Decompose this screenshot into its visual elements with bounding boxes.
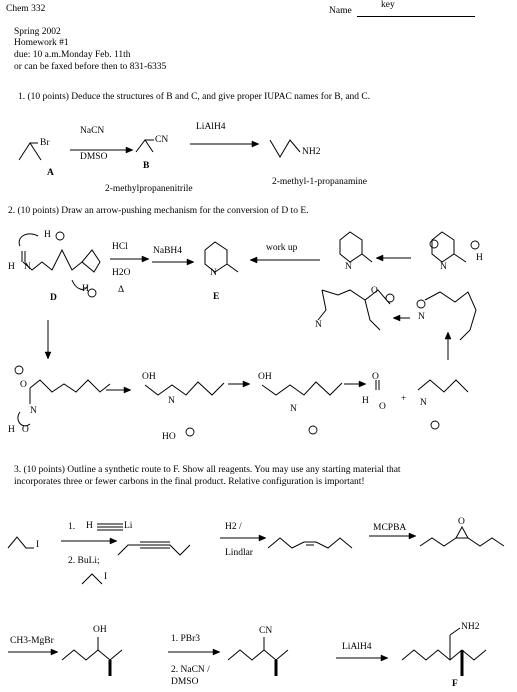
curved-arrow-d1 bbox=[18, 233, 39, 247]
atom-n-d: N bbox=[24, 262, 31, 272]
reagent-h2o: H2O bbox=[112, 268, 131, 278]
group-oh: OH bbox=[93, 625, 107, 635]
reagent-workup: work up bbox=[266, 243, 298, 253]
compound-f-skeleton bbox=[401, 649, 487, 661]
reagent-nacn: NaCN bbox=[80, 126, 105, 136]
group-i-ethyl: I bbox=[104, 572, 108, 582]
label-d: D bbox=[50, 293, 57, 303]
cis-alkene-product bbox=[267, 537, 353, 549]
reagent-pbr3: 1. PBr3 bbox=[171, 634, 201, 644]
fax-note: or can be faxed before then to 831-6335 bbox=[14, 62, 167, 72]
step1-buli: 2. BuLi; bbox=[68, 556, 100, 566]
problem2-prompt: 2. (10 points) Draw an arrow-pushing mec… bbox=[8, 206, 309, 216]
iodoethane bbox=[81, 573, 103, 585]
acetylide-h: H bbox=[86, 521, 93, 531]
reagent-nacn-dmso2: DMSO bbox=[171, 677, 199, 687]
intermediate-hemiaminal bbox=[321, 289, 391, 305]
nitrile-product bbox=[227, 649, 289, 661]
course-title: Chem 332 bbox=[6, 4, 46, 14]
reagent-mcpba: MCPBA bbox=[373, 523, 407, 533]
alcohol-product bbox=[61, 649, 123, 661]
water-h: H bbox=[8, 425, 15, 435]
acetylide-li: Li bbox=[124, 521, 133, 531]
atom-n-collapse: N bbox=[290, 404, 297, 414]
group-cn-p3: CN bbox=[259, 626, 273, 636]
atom-n-ketal: N bbox=[418, 312, 425, 322]
atom-n-product: N bbox=[420, 398, 427, 408]
reagent-dmso: DMSO bbox=[80, 152, 108, 162]
proton-h1: H bbox=[44, 230, 51, 240]
alkyne-product bbox=[117, 544, 191, 556]
label-a: A bbox=[47, 168, 54, 178]
name-b: 2-methylpropanenitrile bbox=[105, 184, 193, 194]
water-o: O bbox=[22, 425, 29, 435]
name-value: key bbox=[381, 0, 395, 10]
reagent-h2: H2 / bbox=[225, 522, 242, 532]
atom-h-hydride: H bbox=[476, 253, 483, 263]
reagent-nacn-dmso1: 2. NaCN / bbox=[171, 665, 210, 675]
group-nh2: NH2 bbox=[302, 147, 321, 157]
reagent-lialh4: LiAlH4 bbox=[196, 122, 226, 132]
atom-hoh-tetra: HO bbox=[162, 432, 176, 442]
label-f: F bbox=[452, 679, 458, 689]
charge-plus-d1 bbox=[55, 231, 65, 241]
atom-n-amide: N bbox=[30, 406, 37, 416]
term: Spring 2002 bbox=[14, 27, 61, 37]
product-amine-ketal bbox=[417, 379, 469, 393]
problem1-prompt: 1. (10 points) Deduce the structures of … bbox=[18, 92, 371, 102]
epoxide-o: O bbox=[458, 517, 465, 527]
group-cn: CN bbox=[155, 135, 169, 145]
intermediate-tetrahedral bbox=[144, 381, 225, 396]
name-label: Name bbox=[329, 6, 352, 16]
atom-oh-formic: O bbox=[379, 402, 386, 412]
reagent-lindlar: Lindlar bbox=[225, 548, 253, 558]
intermediate-protonated-amide bbox=[29, 379, 111, 393]
assignment-title: Homework #1 bbox=[14, 38, 69, 48]
atom-h-d: H bbox=[8, 262, 15, 272]
atom-n-amine: N bbox=[345, 262, 352, 272]
atom-o-amide: O bbox=[20, 380, 27, 390]
intermediate-amino-ketal bbox=[424, 291, 477, 341]
group-nh2-p3: NH2 bbox=[461, 622, 480, 632]
label-e: E bbox=[213, 292, 220, 302]
atom-n-tetra: N bbox=[168, 396, 175, 406]
reagent-grignard: CH3-MgBr bbox=[10, 636, 54, 646]
start-iodopropane bbox=[7, 536, 34, 549]
curved-arrow-d2 bbox=[71, 279, 89, 290]
reagent-nabh4: NaBH4 bbox=[153, 246, 183, 256]
atom-oh-collapse: OH bbox=[258, 372, 272, 382]
reagent-hcl: HCl bbox=[112, 242, 128, 252]
atom-h-formic: H bbox=[362, 396, 369, 406]
plus-sign: + bbox=[401, 394, 407, 404]
atom-n-hemi: N bbox=[315, 320, 322, 330]
reagent-delta: Δ bbox=[118, 285, 125, 295]
atom-n-iminium: N bbox=[440, 262, 447, 272]
intermediate-collapse bbox=[261, 381, 343, 396]
atom-o-hemi: O bbox=[371, 286, 378, 296]
step1-number: 1. bbox=[68, 522, 76, 532]
name-underline bbox=[357, 16, 475, 17]
curved-arrow-water bbox=[17, 411, 31, 427]
atom-nh-e: N bbox=[210, 268, 217, 278]
compound-c-skeleton bbox=[269, 139, 301, 158]
label-b: B bbox=[143, 161, 150, 171]
atom-oh-tetra: OH bbox=[142, 372, 156, 382]
epoxide-product bbox=[419, 537, 505, 547]
proton-h2: H bbox=[82, 284, 89, 294]
due-date: due: 10 a.m.Monday Feb. 11th bbox=[14, 50, 131, 60]
atom-o-formic: O bbox=[372, 372, 379, 382]
reagent-lialh4-p3: LiAlH4 bbox=[342, 642, 372, 652]
group-i-start: I bbox=[36, 540, 40, 550]
charge-plus-d2 bbox=[87, 288, 97, 298]
name-c: 2-methyl-1-propanamine bbox=[272, 177, 367, 187]
problem3-prompt-line2: incorporates three or fewer carbons in t… bbox=[14, 477, 365, 487]
problem3-prompt-line1: 3. (10 points) Outline a synthetic route… bbox=[14, 465, 401, 475]
group-br: Br bbox=[40, 138, 50, 148]
